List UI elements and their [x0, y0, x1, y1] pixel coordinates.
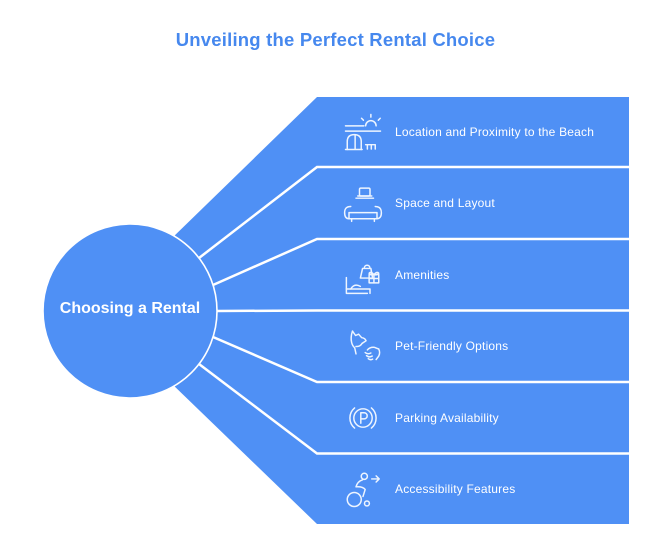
branch-row-amenities: Amenities: [317, 240, 629, 309]
sofa-laptop-icon: [342, 182, 384, 224]
branch-label: Parking Availability: [395, 410, 499, 425]
bed-bag-gift-icon: [342, 254, 384, 296]
hub-circle: [42, 223, 218, 399]
branch-label: Pet-Friendly Options: [395, 339, 509, 353]
spoke-dividers: [198, 165, 629, 455]
wheelchair-arrow-icon: [342, 468, 384, 510]
branch-label: Amenities: [395, 267, 450, 282]
beach-sun-hut-icon: [342, 111, 384, 153]
hub-label: Choosing a Rental: [59, 300, 201, 317]
branch-label: Location and Proximity to the Beach: [395, 124, 595, 139]
branch-row-space: Space and Layout: [317, 169, 629, 238]
branch-label: Space and Layout: [395, 196, 495, 210]
parking-p-icon: [342, 397, 384, 439]
page-title: Unveiling the Perfect Rental Choice: [175, 29, 496, 50]
dog-petting-hand-icon: [342, 325, 384, 367]
branch-row-accessibility: Accessibility Features: [317, 455, 629, 524]
branch-label: Accessibility Features: [395, 482, 516, 496]
branch-row-location: Location and Proximity to the Beach: [317, 97, 629, 166]
branch-row-pets: Pet-Friendly Options: [317, 312, 629, 381]
branch-row-parking: Parking Availability: [317, 383, 629, 452]
